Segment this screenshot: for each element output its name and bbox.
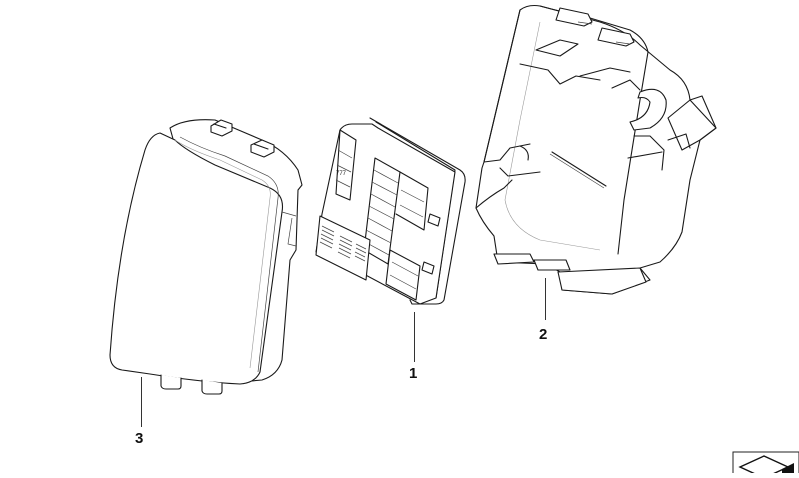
leader-line-2 (545, 278, 546, 320)
callout-part-3: 3 (135, 430, 144, 447)
callout-part-1: 1 (409, 365, 418, 382)
leader-line-1 (414, 312, 415, 362)
callout-part-2: 2 (539, 326, 548, 343)
svg-text:777: 777 (336, 171, 347, 177)
leader-line-3 (141, 377, 142, 427)
next-page-arrow-icon[interactable] (730, 449, 799, 478)
arrow-box-icon (732, 451, 799, 478)
